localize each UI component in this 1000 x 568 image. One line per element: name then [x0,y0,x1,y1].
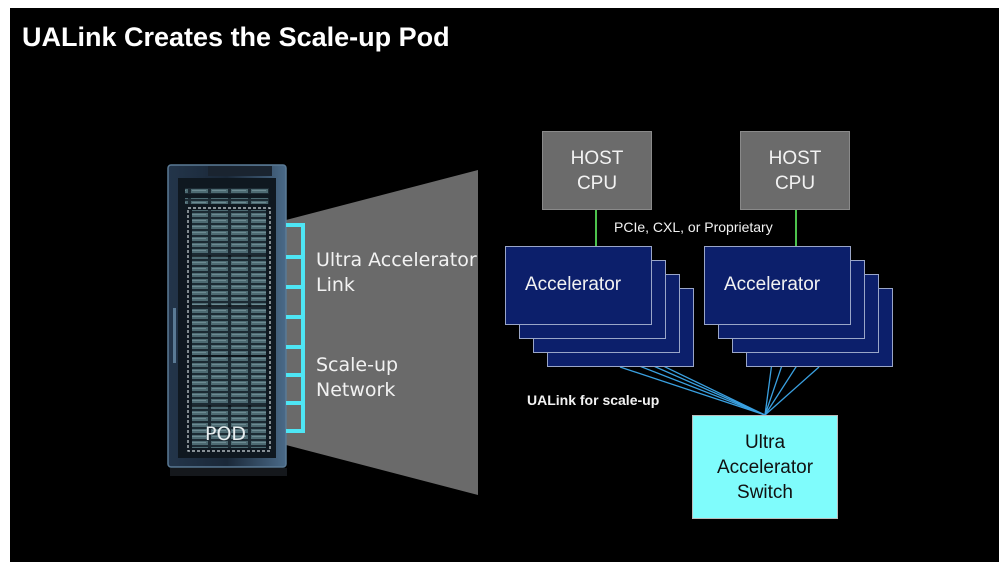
ual-line-2: Link [316,274,355,296]
rack-servers [192,210,266,448]
switch-line3: Switch [737,481,793,503]
server-rack [167,164,287,476]
scale-up-bracket [286,223,305,433]
ultra-accelerator-link-label: Ultra Accelerator Link [316,248,477,298]
diagram-canvas [167,164,820,495]
slide: UALink Creates the Scale-up Pod [10,8,999,562]
slide-title: UALink Creates the Scale-up Pod [22,22,450,52]
accelerator-1-label: Accelerator [525,274,622,295]
accelerator-2-label: Accelerator [724,274,821,295]
pod-label: POD [205,423,247,445]
rack-base-shadow [170,468,287,476]
rack-switch-1 [185,188,269,194]
accelerator-2-card-1: Accelerator [704,246,851,325]
host-link-2 [795,210,797,246]
host-link-label: PCIe, CXL, or Proprietary [614,219,773,235]
sun-line-1: Scale-up [316,354,399,376]
host-cpu-2-line1: HOST [768,147,822,169]
host-cpu-2: HOST CPU [740,131,850,210]
switch-line1: Ultra [744,431,786,453]
host-cpu-1: HOST CPU [542,131,652,210]
rack-switch-2 [185,198,269,204]
scale-up-network-label: Scale-up Network [316,353,398,403]
host-link-1 [595,210,597,246]
rack-top-vent [208,166,272,176]
ualink-line [764,366,820,416]
accelerator-1-card-1: Accelerator [505,246,652,325]
pod-boundary [187,207,271,452]
ual-line-1: Ultra Accelerator [316,249,477,271]
host-cpu-1-line1: HOST [570,147,624,169]
host-cpu-1-line2: CPU [576,172,618,194]
ultra-accelerator-switch: Ultra Accelerator Switch [692,415,838,519]
ualink-line [619,366,766,416]
host-cpu-2-line2: CPU [774,172,816,194]
sun-line-2: Network [316,379,396,401]
rack-handle [173,308,176,363]
switch-line2: Accelerator [716,456,814,478]
zoom-panel [286,170,478,495]
ualink-label: UALink for scale-up [527,392,660,408]
